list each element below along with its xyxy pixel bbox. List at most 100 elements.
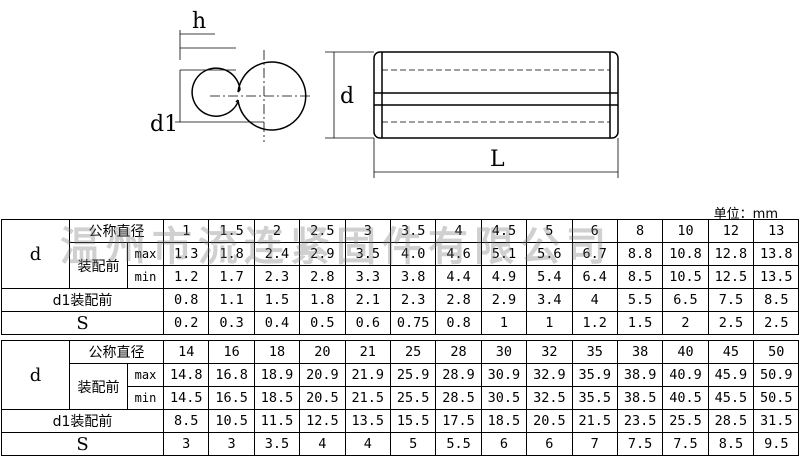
cell: 25.9	[389, 363, 437, 387]
cell: 18.5	[253, 386, 301, 410]
s-row-label: S	[1, 311, 164, 335]
cell: 16	[208, 340, 255, 364]
cell: 4.0	[389, 242, 437, 266]
d1-row-label: d1装配前	[1, 288, 164, 312]
cell: 21.9	[344, 363, 391, 387]
cell: 32.5	[526, 386, 573, 410]
cell: 4	[344, 432, 391, 456]
cell: 12.5	[299, 409, 346, 433]
cell: 40.5	[662, 386, 709, 410]
cell: 0.8	[435, 311, 482, 335]
cell: 20.5	[299, 386, 346, 410]
cell: 5.1	[480, 242, 528, 266]
table-row: S 3 3 3.5 4 4 5 5.5 6 6 7 7.5 7.5 8.5 9.…	[1, 432, 800, 456]
table-row: d1装配前 8.5 10.5 11.5 12.5 13.5 15.5 17.5 …	[1, 409, 800, 433]
cell: 1	[480, 311, 528, 335]
cell: 8.8	[616, 242, 664, 266]
s-row-label: S	[1, 432, 164, 456]
unit-label: 单位：mm	[713, 207, 778, 222]
cell: 3.3	[344, 265, 391, 289]
cell: 10.5	[208, 409, 255, 433]
cell: 1.1	[208, 288, 255, 312]
cell: 6.4	[571, 265, 618, 289]
side-view	[325, 51, 619, 178]
cell: 0.6	[344, 311, 391, 335]
cell: 18.5	[480, 409, 528, 433]
cell: 32	[526, 340, 573, 364]
cell: 5.5	[616, 288, 664, 312]
cell: 2.9	[480, 288, 528, 312]
cell: 12.8	[707, 242, 755, 266]
cell: 8.5	[753, 288, 800, 312]
cell: 2.3	[253, 265, 301, 289]
cell: 8.5	[162, 409, 210, 433]
cell: 13.5	[344, 409, 391, 433]
cell: 3.5	[389, 219, 437, 243]
cell: 2	[253, 219, 301, 243]
cell: 38.9	[616, 363, 664, 387]
nominal-header: 公称直径	[69, 340, 164, 364]
cell: 40.9	[662, 363, 709, 387]
cell: 45.5	[707, 386, 755, 410]
cell: 50.9	[753, 363, 800, 387]
d1-row-label: d1装配前	[1, 409, 164, 433]
cell: 13.5	[753, 265, 800, 289]
cell: 30	[480, 340, 528, 364]
cell: 50.5	[753, 386, 800, 410]
cell: 2	[662, 311, 709, 335]
cell: 10.5	[662, 265, 709, 289]
cell: 6	[526, 432, 573, 456]
cell: 11.5	[253, 409, 301, 433]
cell: 31.5	[753, 409, 800, 433]
cell: 13	[753, 219, 800, 243]
cell: 0.2	[162, 311, 210, 335]
cell: 25.5	[662, 409, 709, 433]
table-row: d 公称直径 1 1.5 2 2.5 3 3.5 4 4.5 5 6 8 10 …	[1, 219, 800, 289]
cell: 3	[344, 219, 391, 243]
end-view	[175, 30, 310, 142]
cell: 2.8	[299, 265, 346, 289]
cell: 4.4	[435, 265, 482, 289]
cell: 28	[435, 340, 482, 364]
cell: 32.9	[526, 363, 573, 387]
table-row: d 公称直径 14 16 18 20 21 25 28 30 32 35 38 …	[1, 340, 800, 410]
cell: 25.5	[389, 386, 437, 410]
cell: 1.2	[571, 311, 618, 335]
cell: 0.5	[299, 311, 346, 335]
cell: 5.6	[526, 242, 573, 266]
cell: 40	[662, 340, 709, 364]
cell: 7	[571, 432, 618, 456]
cell: 35	[571, 340, 618, 364]
cell: 2.5	[753, 311, 800, 335]
cell: 13.8	[753, 242, 800, 266]
cell: 0.8	[162, 288, 210, 312]
cell: 8	[616, 219, 664, 243]
table-row: d1装配前 0.8 1.1 1.5 1.8 2.1 2.3 2.8 2.9 3.…	[1, 288, 800, 312]
L-label: L	[490, 147, 505, 172]
cell: 21	[344, 340, 391, 364]
max-label: max	[127, 363, 164, 387]
cell: 3.5	[344, 242, 391, 266]
cell: 1	[526, 311, 573, 335]
cell: 16.8	[208, 363, 255, 387]
cell: 45	[707, 340, 755, 364]
cell: 18.9	[253, 363, 301, 387]
spec-table-2: d 公称直径 14 16 18 20 21 25 28 30 32 35 38 …	[1, 340, 800, 456]
cell: 1.5	[616, 311, 664, 335]
cell: 30.5	[480, 386, 528, 410]
table-row: 装配前 max 14.8 16.8 18.9 20.9 21.9 25.9 28…	[2, 363, 800, 410]
cell: 1.8	[208, 242, 255, 266]
cell: 18	[253, 340, 301, 364]
cell: 5	[526, 219, 573, 243]
cell: 14.5	[162, 386, 210, 410]
cell: 10.8	[662, 242, 709, 266]
cell: 1.3	[162, 242, 210, 266]
cell: 6.7	[571, 242, 618, 266]
cell: 45.9	[707, 363, 755, 387]
cell: 2.9	[299, 242, 346, 266]
cell: 38.5	[616, 386, 664, 410]
spec-table-1: d 公称直径 1 1.5 2 2.5 3 3.5 4 4.5 5 6 8 10 …	[1, 219, 800, 335]
cell: 28.5	[435, 386, 482, 410]
cell: 35.9	[571, 363, 618, 387]
cell: 1.5	[208, 219, 255, 243]
